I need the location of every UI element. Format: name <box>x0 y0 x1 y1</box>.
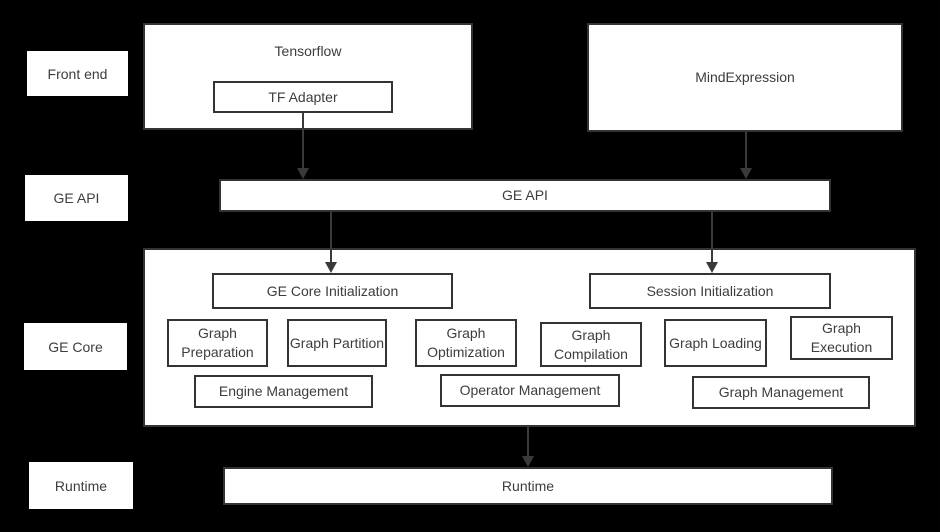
session-initialization-label: Session Initialization <box>646 282 774 299</box>
runtime-bar-label: Runtime <box>501 477 555 494</box>
arrow-shaft <box>302 113 304 170</box>
arrow-shaft <box>330 212 332 264</box>
ge-api-bar-label: GE API <box>502 187 548 203</box>
row-label-front-end: Front end <box>27 51 128 96</box>
arrow-head-icon <box>325 262 337 273</box>
graph-optimization-label: Graph Optimization <box>427 325 505 360</box>
arrow-ge-api-to-session-initialization <box>706 212 718 273</box>
tf-adapter-box: TF Adapter <box>213 81 393 113</box>
row-label-runtime: Runtime <box>29 462 133 509</box>
graph-execution-box: Graph Execution <box>790 316 893 360</box>
arrow-mindexpression-to-ge-api <box>740 132 752 179</box>
arrow-head-icon <box>740 168 752 179</box>
graph-compilation-label: Graph Compilation <box>554 326 628 362</box>
arrow-head-icon <box>297 168 309 179</box>
graph-preparation-box: Graph Preparation <box>167 319 268 367</box>
engine-management-label: Engine Management <box>218 383 349 399</box>
arrow-shaft <box>527 427 529 458</box>
ge-core-box: GE Core Initialization Session Initializ… <box>143 248 916 427</box>
arrow-head-icon <box>522 456 534 467</box>
ge-api-bar: GE API <box>219 179 831 212</box>
tensorflow-label: Tensorflow <box>274 43 342 59</box>
graph-compilation-box: Graph Compilation <box>540 322 642 367</box>
session-initialization-box: Session Initialization <box>589 273 831 309</box>
arrow-shaft <box>745 132 747 170</box>
graph-execution-label: Graph Execution <box>810 320 873 355</box>
graph-partition-box: Graph Partition <box>287 319 387 367</box>
graph-management-box: Graph Management <box>692 376 870 409</box>
graph-preparation-label: Graph Preparation <box>181 325 254 360</box>
mindexpression-label: MindExpression <box>695 69 795 85</box>
runtime-bar: Runtime <box>223 467 833 505</box>
operator-management-box: Operator Management <box>440 374 620 407</box>
mindexpression-box: MindExpression <box>587 23 903 132</box>
arrow-tf-adapter-to-ge-api <box>297 113 309 179</box>
row-label-ge-api: GE API <box>25 175 128 221</box>
arrow-ge-core-to-runtime <box>522 427 534 467</box>
graph-loading-box: Graph Loading <box>664 319 767 367</box>
tensorflow-box: Tensorflow TF Adapter <box>143 23 473 130</box>
ge-core-initialization-box: GE Core Initialization <box>212 273 453 309</box>
ge-core-initialization-label: GE Core Initialization <box>266 282 399 299</box>
tf-adapter-label: TF Adapter <box>268 88 338 105</box>
graph-partition-label: Graph Partition <box>289 334 385 351</box>
arrow-shaft <box>711 212 713 264</box>
row-label-ge-core: GE Core <box>24 323 127 370</box>
engine-management-box: Engine Management <box>194 375 373 408</box>
arrow-ge-api-to-ge-core-initialization <box>325 212 337 273</box>
arrow-head-icon <box>706 262 718 273</box>
graph-loading-label: Graph Loading <box>669 334 762 351</box>
graph-management-label: Graph Management <box>718 384 844 400</box>
graph-optimization-box: Graph Optimization <box>415 319 517 367</box>
operator-management-label: Operator Management <box>459 382 601 398</box>
